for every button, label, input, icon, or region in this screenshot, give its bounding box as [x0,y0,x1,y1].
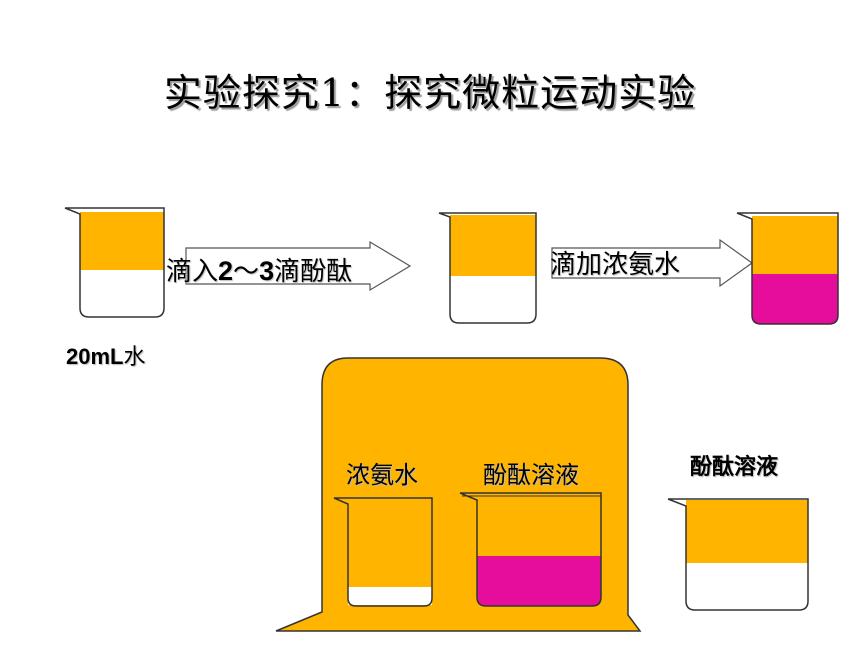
control-beaker-label: 酚酞溶液 [690,454,779,479]
step-add-ammonia-label: 滴加浓氨水 [550,249,681,279]
beaker-ammonia [333,497,433,607]
beaker-pink-result [736,212,839,325]
arrow-add-ammonia [551,238,754,288]
step-add-phenolphthalein-label: 滴入2～3滴酚酞 [166,256,353,286]
water-amount-label: 20mL水 [66,344,146,369]
beaker-phenolphthalein-in-jar [459,492,602,607]
arrow-add-phenolphthalein [185,240,412,292]
page-title: 实验探究1：探究微粒运动实验 [163,71,697,115]
beaker-control [667,498,809,611]
beaker-water [64,207,165,318]
phenolphthalein-beaker-label: 酚酞溶液 [483,462,579,489]
ammonia-beaker-label: 浓氨水 [346,462,418,489]
beaker-phenolphthalein [438,212,537,324]
